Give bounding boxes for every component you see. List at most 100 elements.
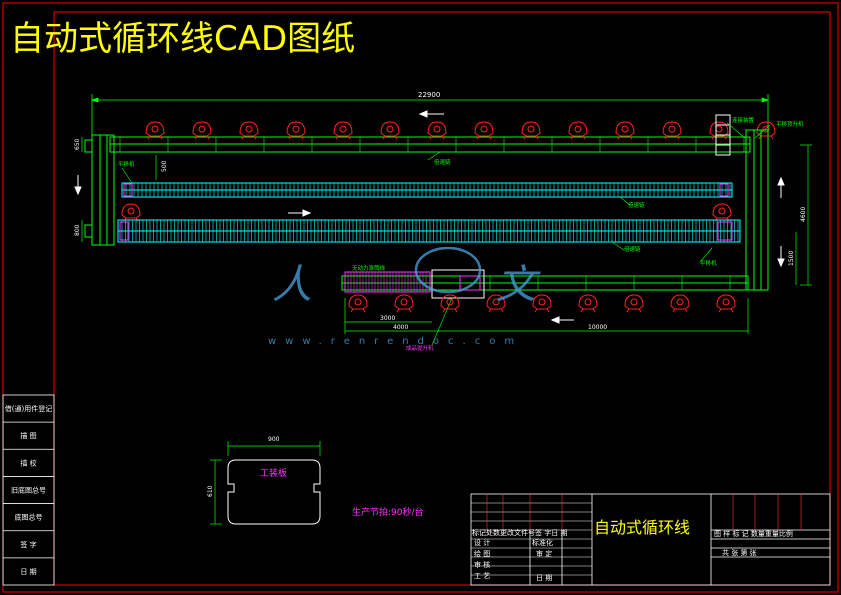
fixture-symbol: [486, 294, 506, 313]
inner-frame: [53, 11, 831, 586]
pallet-marker: [119, 221, 129, 241]
pallet-marker: [123, 183, 133, 197]
title-block-name: 自动式循环线: [594, 518, 690, 537]
label-transfer-left: 平移机: [118, 160, 135, 168]
dimension-total: [90, 94, 770, 135]
tb-right-header: 图 样 标 记 数量重量比例: [714, 529, 793, 538]
fixture-symbol: [380, 121, 400, 140]
left-transfer-unit: [84, 134, 115, 246]
dim-left-top: 650: [74, 138, 81, 150]
fixture-symbol: [348, 294, 368, 313]
fixture-symbol: [333, 121, 353, 140]
bottom-conveyor-ticks: [489, 276, 731, 290]
label-chain-low: 倍速链: [624, 245, 641, 253]
bottom-conveyor: [341, 275, 749, 291]
fixture-symbol: [521, 121, 541, 140]
fixture-symbol: [670, 294, 690, 313]
dim-bottom: [344, 298, 749, 334]
flow-arrow-down-right: [777, 246, 785, 268]
top-conveyor-ticks: [119, 137, 745, 152]
watermark: 人 文 www.renrendoc.com: [268, 246, 541, 347]
dim-right-4600: 4600: [800, 207, 807, 222]
dim-right-1500: 1500: [788, 251, 795, 266]
watermark-url: www.renrendoc.com: [268, 336, 523, 347]
side-table-cell: 借(通)用件登记: [5, 404, 52, 413]
side-table: [2, 394, 55, 586]
label-product-lifter: 成品提升机: [406, 344, 434, 352]
fixture-symbol: [121, 203, 141, 222]
roller-ticks: [347, 272, 427, 292]
label-cycle-time: 生产节拍:90秒/台: [352, 506, 424, 518]
side-table-cell: 旧底图总号: [11, 486, 46, 495]
middle-conveyor-2-ticks: [121, 220, 739, 242]
right-transfer-unit: [715, 114, 769, 291]
fixture-symbol: [615, 121, 635, 140]
flow-arrow-left-top: [418, 110, 444, 118]
fixture-symbol: [145, 121, 165, 140]
side-table-cell: 描 校: [20, 458, 36, 467]
tb-standard: 标准化: [532, 538, 553, 547]
title-block-grid: [471, 494, 802, 576]
pallet-marker: [717, 221, 733, 241]
label-connector: 连接装置: [732, 116, 755, 124]
top-conveyor: [109, 136, 751, 153]
dim-bottom-10000: 10000: [588, 324, 607, 331]
fixture-symbol: [532, 294, 552, 313]
fixture-symbol: [624, 294, 644, 313]
bottom-fixture-row: [348, 294, 736, 313]
pallet-marker: [719, 183, 729, 197]
fixture-symbol: [440, 294, 460, 313]
fixture-symbol: [716, 294, 736, 313]
fixture-symbol: [286, 121, 306, 140]
dim-right: [795, 144, 812, 286]
dim-pallet-width: 900: [268, 436, 280, 443]
middle-conveyor-1: [121, 182, 733, 198]
tb-draw: 绘 图: [474, 549, 490, 558]
title-block: [470, 493, 831, 586]
tb-date: 日 期: [536, 574, 552, 582]
tb-check: 审 核: [474, 560, 490, 569]
label-transfer-right: 平移机: [700, 259, 717, 267]
dim-total-label: 22900: [418, 91, 440, 99]
fixture-symbol: [568, 121, 588, 140]
dim-pallet-height: 610: [207, 485, 214, 497]
fixture-symbol: [578, 294, 598, 313]
tb-approve: 审 定: [536, 549, 552, 558]
flow-arrow-left-bottom: [550, 316, 574, 324]
watermark-logo: 文: [496, 262, 541, 308]
label-chain-top: 倍速链: [434, 158, 451, 166]
middle-conveyor-1-ticks: [125, 183, 731, 197]
label-roller-line: 无动力滚筒线: [352, 264, 386, 272]
fixture-symbol: [662, 121, 682, 140]
tb-design: 设 计: [474, 538, 490, 547]
label-pallet: 工装板: [260, 467, 287, 479]
fixture-symbol: [712, 203, 732, 222]
fixture-symbol: [474, 121, 494, 140]
title-block-header: 标记处数更改文件号签 字日 期: [472, 528, 567, 537]
flow-arrow-up-right: [777, 176, 785, 198]
side-table-cell: 签 字: [20, 540, 36, 549]
watermark-logo: 人: [272, 262, 312, 308]
label-lifter: 平移顶升机: [776, 120, 804, 128]
tb-process: 工 艺: [474, 572, 490, 580]
dim-mid: 500: [161, 160, 168, 172]
leader-lines: [121, 122, 771, 346]
dim-left-bottom: 800: [74, 224, 81, 236]
label-chain-mid: 倍速链: [628, 201, 645, 209]
dim-bottom-4000: 4000: [393, 324, 408, 331]
fixture-symbol: [192, 121, 212, 140]
drawing-title: 自动式循环线CAD图纸: [10, 19, 355, 59]
side-table-cell: 日 期: [20, 568, 36, 576]
flow-arrow-right-mid: [288, 209, 312, 217]
dim-left: [81, 137, 157, 242]
pallet-detail: [210, 441, 321, 525]
top-fixture-row: [121, 121, 776, 222]
roller-section: [344, 269, 485, 299]
side-table-cell: 描 图: [20, 431, 36, 440]
dim-bottom-3000: 3000: [380, 315, 395, 322]
fixture-symbol: [239, 121, 259, 140]
tb-right-footer: 共 张 第 张: [722, 548, 757, 557]
flow-arrow-down-left: [74, 175, 82, 196]
